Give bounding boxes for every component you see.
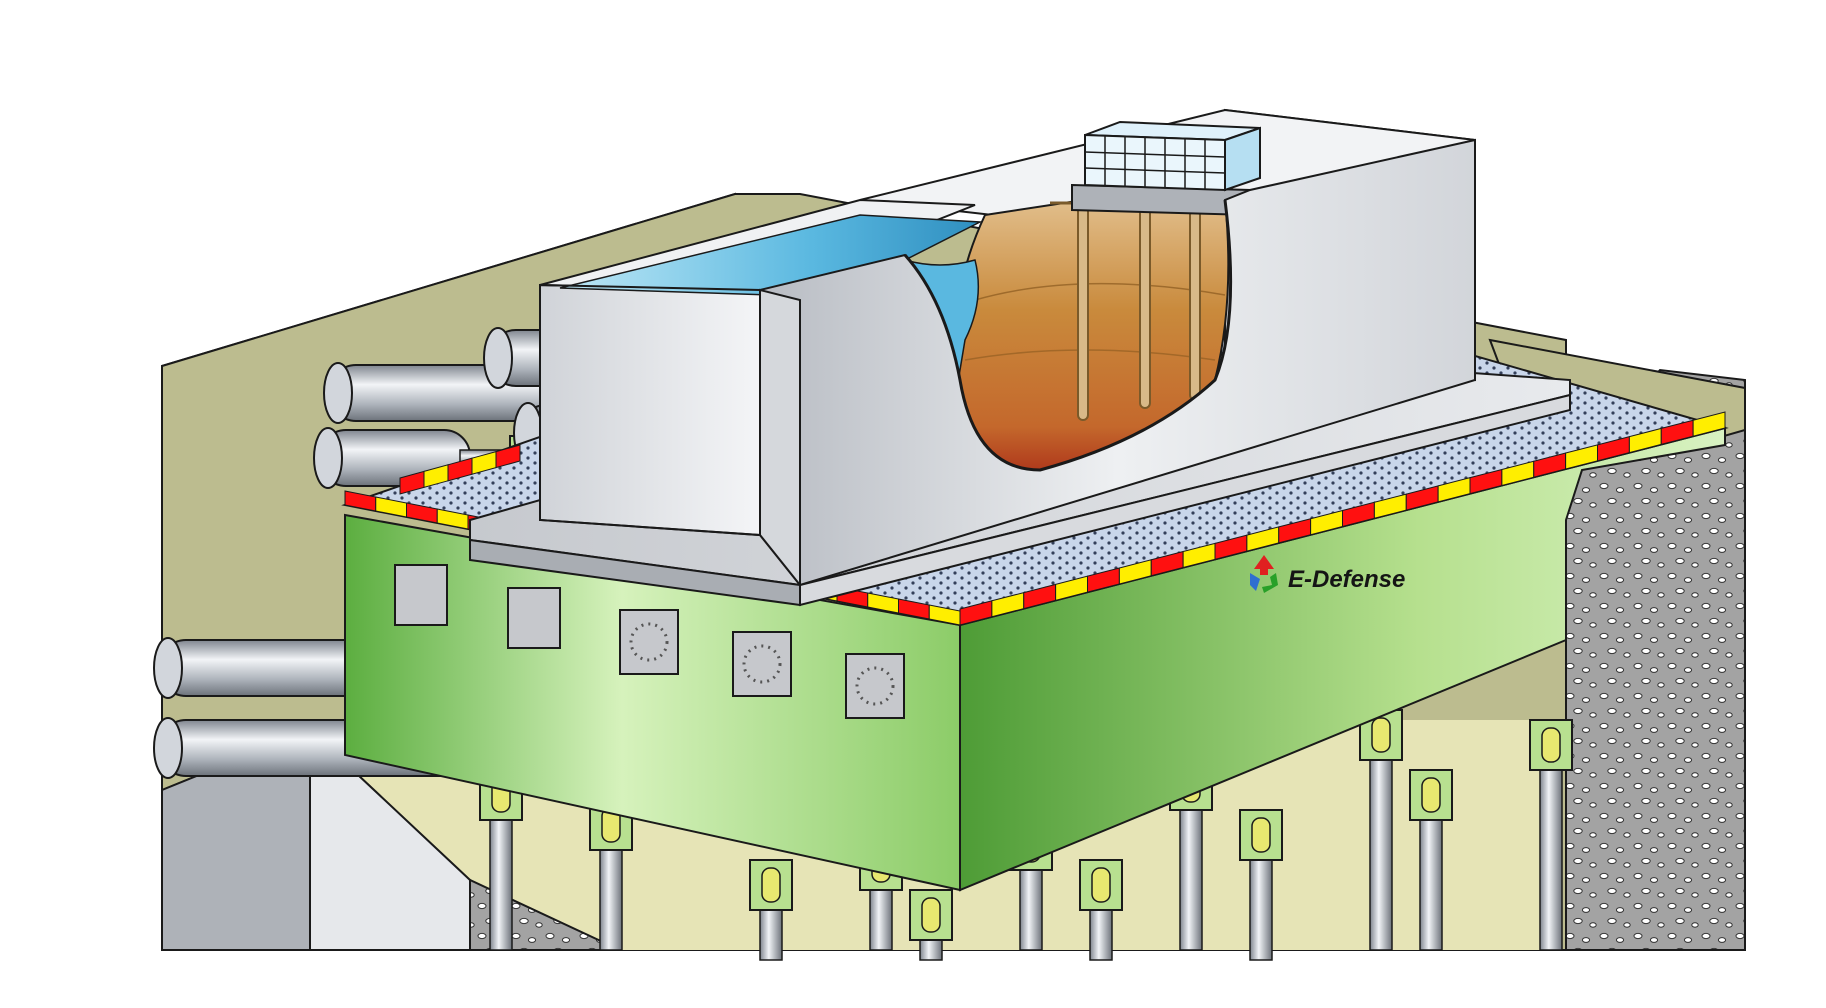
hazard-stripe-right bbox=[959, 411, 1726, 626]
hazard-stripe-segment bbox=[1692, 411, 1726, 437]
logo-mark-red bbox=[1254, 555, 1274, 575]
vertical-actuator bbox=[909, 889, 953, 961]
specimen-container bbox=[469, 108, 1571, 607]
logo-mark-blue bbox=[1250, 573, 1260, 591]
vertical-actuator bbox=[749, 859, 793, 961]
hazard-stripe-segment bbox=[495, 444, 521, 469]
water-surface bbox=[559, 214, 983, 296]
e-defense-logo: E-Defense bbox=[1250, 555, 1405, 593]
vertical-actuator bbox=[1409, 769, 1453, 951]
superstructure-model bbox=[1084, 120, 1261, 192]
vertical-actuator bbox=[1079, 859, 1123, 961]
logo-text: E-Defense bbox=[1288, 566, 1405, 593]
vertical-actuator bbox=[1529, 719, 1573, 951]
anchor-plates bbox=[394, 564, 905, 719]
vertical-actuator bbox=[1239, 809, 1283, 961]
vertical-actuator bbox=[1359, 709, 1403, 951]
logo-mark-green bbox=[1262, 573, 1278, 593]
